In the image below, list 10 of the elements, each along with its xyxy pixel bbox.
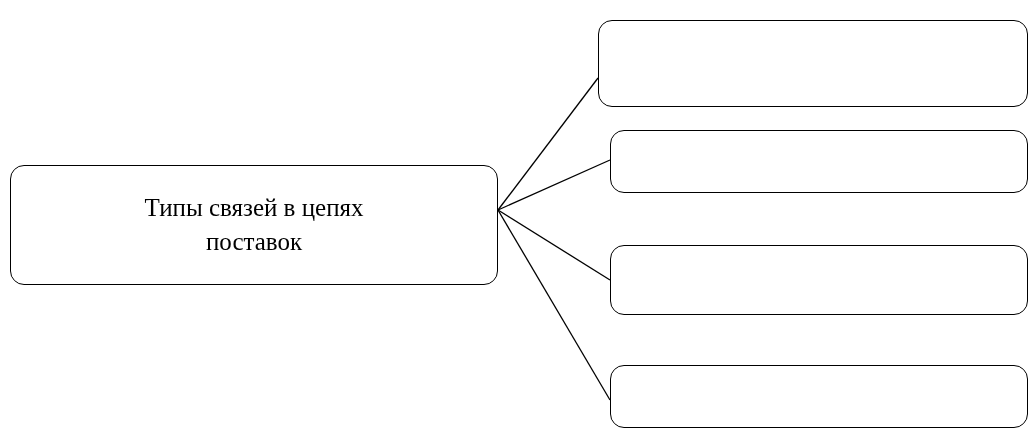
topic-box <box>10 165 498 285</box>
box-label: Типы связей в цепях поставок <box>143 193 365 257</box>
connector-line <box>497 209 611 401</box>
empty-box <box>610 365 1028 428</box>
connector-line <box>497 159 611 211</box>
connector-line <box>497 209 611 281</box>
empty-box <box>610 130 1028 193</box>
empty-box <box>598 20 1028 107</box>
connector-line <box>497 77 599 211</box>
empty-box <box>610 245 1028 315</box>
